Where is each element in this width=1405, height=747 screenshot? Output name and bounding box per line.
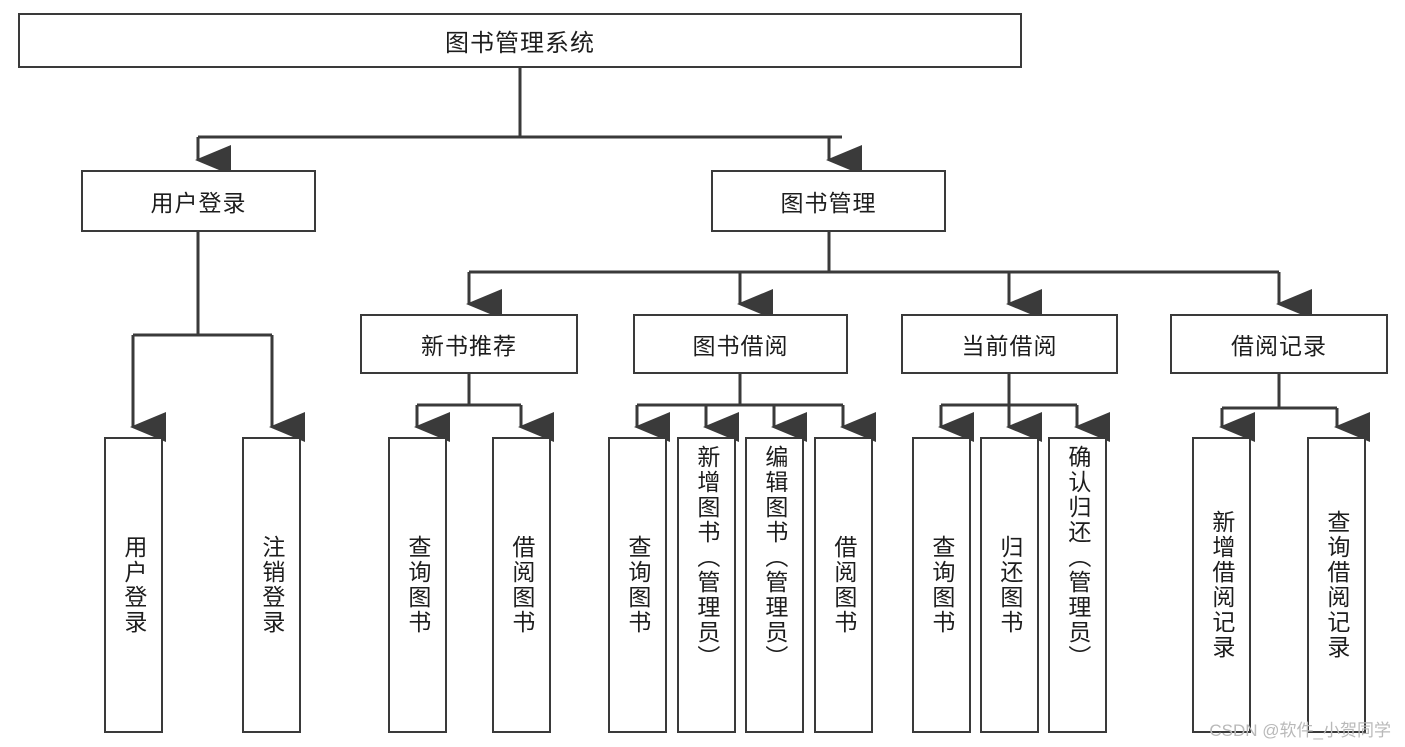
leaf-label: 归还图书 [996, 535, 1023, 635]
node-current-borrow[interactable]: 当前借阅 [901, 314, 1118, 374]
leaf-return-book[interactable]: 归还图书 [980, 437, 1039, 733]
leaf-label: 用户登录 [120, 535, 147, 635]
leaf-label: 新增借阅记录 [1208, 510, 1235, 660]
node-new-book-recommend[interactable]: 新书推荐 [360, 314, 578, 374]
leaf-label: 查询图书 [624, 535, 651, 635]
node-book-borrow[interactable]: 图书借阅 [633, 314, 848, 374]
leaf-label: 注销登录 [258, 535, 285, 635]
leaf-label: 新增图书（管理员） [693, 445, 720, 670]
watermark-text: CSDN @软件_小贺同学 [1209, 721, 1391, 740]
leaf-query-book-borrow[interactable]: 查询图书 [608, 437, 667, 733]
leaf-label: 查询图书 [928, 535, 955, 635]
leaf-confirm-return-admin[interactable]: 确认归还（管理员） [1048, 437, 1107, 733]
leaf-query-book-recommend[interactable]: 查询图书 [388, 437, 447, 733]
leaf-borrow-book-recommend[interactable]: 借阅图书 [492, 437, 551, 733]
leaf-label: 借阅图书 [508, 535, 535, 635]
node-borrow-record[interactable]: 借阅记录 [1170, 314, 1388, 374]
node-book-management[interactable]: 图书管理 [711, 170, 946, 232]
leaf-user-login[interactable]: 用户登录 [104, 437, 163, 733]
node-root-system[interactable]: 图书管理系统 [18, 13, 1022, 68]
leaf-label: 确认归还（管理员） [1064, 445, 1091, 670]
leaf-logout[interactable]: 注销登录 [242, 437, 301, 733]
leaf-query-borrow-record[interactable]: 查询借阅记录 [1307, 437, 1366, 733]
leaf-label: 查询借阅记录 [1323, 510, 1350, 660]
leaf-borrow-book[interactable]: 借阅图书 [814, 437, 873, 733]
leaf-label: 借阅图书 [830, 535, 857, 635]
leaf-add-borrow-record[interactable]: 新增借阅记录 [1192, 437, 1251, 733]
leaf-add-book-admin[interactable]: 新增图书（管理员） [677, 437, 736, 733]
leaf-query-book-current[interactable]: 查询图书 [912, 437, 971, 733]
leaf-label: 查询图书 [404, 535, 431, 635]
node-user-login[interactable]: 用户登录 [81, 170, 316, 232]
leaf-edit-book-admin[interactable]: 编辑图书（管理员） [745, 437, 804, 733]
leaf-label: 编辑图书（管理员） [761, 445, 788, 670]
